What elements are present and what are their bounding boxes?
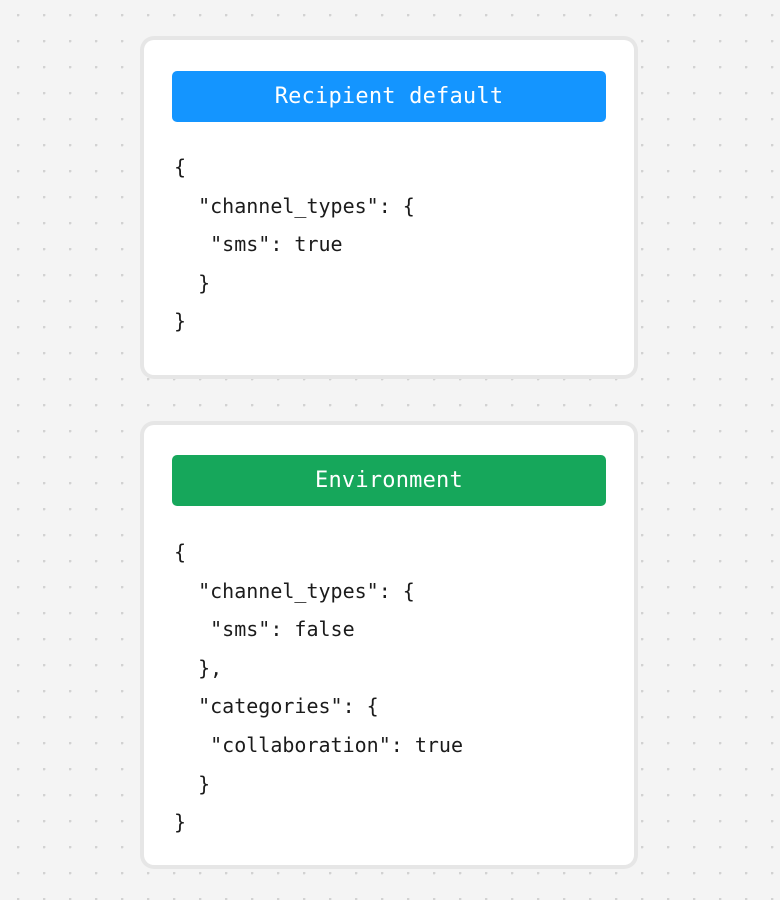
card-header-title: Environment — [315, 467, 463, 493]
json-code-block-recipient-default: { "channel_types": { "sms": true } } — [174, 155, 415, 334]
card-recipient-default[interactable]: Recipient default { "channel_types": { "… — [144, 40, 634, 375]
card-header-title: Recipient default — [274, 83, 504, 109]
card-environment[interactable]: Environment { "channel_types": { "sms": … — [144, 425, 634, 865]
json-code-block-environment: { "channel_types": { "sms": false }, "ca… — [174, 540, 463, 835]
card-header-environment: Environment — [172, 455, 606, 506]
card-header-recipient-default: Recipient default — [172, 71, 606, 122]
